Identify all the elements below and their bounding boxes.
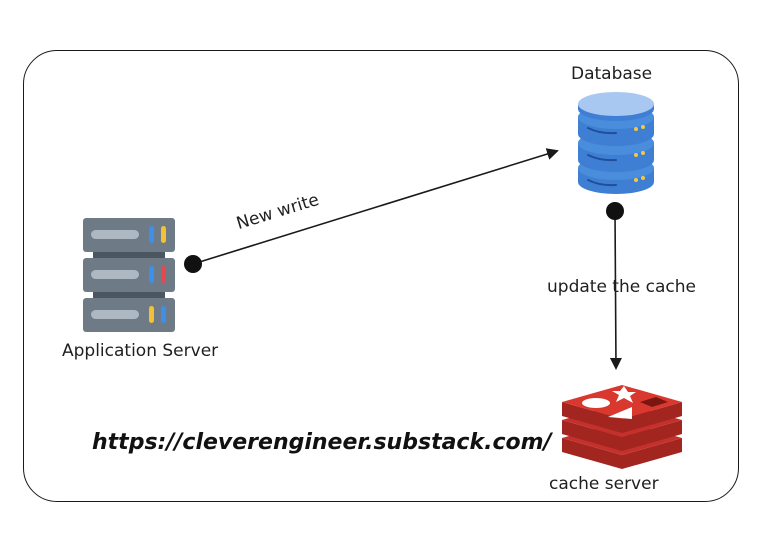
cache-server-label: cache server bbox=[549, 474, 659, 494]
edge-update-cache bbox=[609, 210, 622, 370]
edge-new-write bbox=[192, 148, 559, 265]
edge-new-write-start-dot bbox=[184, 255, 202, 273]
watermark-url: https://cleverengineer.substack.com/ bbox=[92, 430, 552, 455]
edge-update-cache-start-dot bbox=[606, 202, 624, 220]
update-cache-label: update the cache bbox=[547, 277, 696, 297]
database-label: Database bbox=[571, 64, 653, 84]
diagram-frame bbox=[23, 50, 739, 502]
server-rack-icon bbox=[83, 218, 175, 332]
database-icon bbox=[578, 92, 654, 194]
redis-icon bbox=[562, 385, 682, 469]
app-server-label: Application Server bbox=[62, 341, 219, 361]
